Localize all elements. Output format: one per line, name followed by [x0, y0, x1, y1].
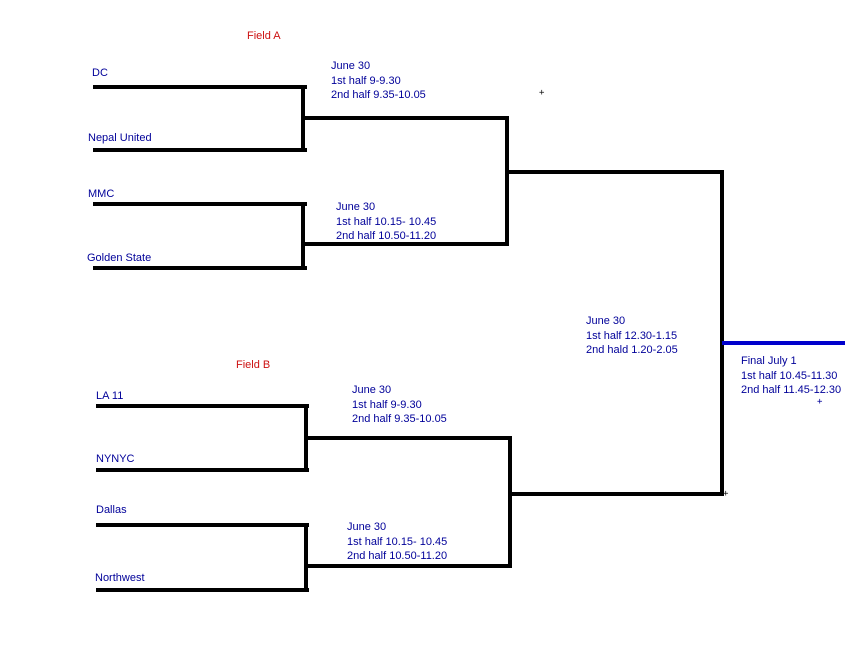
match2-bottom-line	[93, 266, 307, 270]
match1-schedule-half2: 2nd half 9.35-10.05	[331, 89, 426, 101]
match3-schedule: June 30 1st half 9-9.30 2nd half 9.35-10…	[352, 383, 447, 427]
match3-top-line	[96, 404, 309, 408]
match1-schedule-half1: 1st half 9-9.30	[331, 74, 401, 87]
match3-bottom-line	[96, 468, 309, 472]
semifinal-schedule-half1: 1st half 12.30-1.15	[586, 329, 678, 342]
team-nepal-united: Nepal United	[88, 132, 152, 144]
semifinal-a-winner-line	[505, 170, 724, 174]
match4-winner-line	[304, 564, 512, 568]
match4-schedule: June 30 1st half 10.15- 10.45 2nd half 1…	[347, 520, 447, 564]
final-winner-line	[722, 341, 845, 345]
match2-schedule-half1: 1st half 10.15- 10.45	[336, 215, 437, 228]
match2-schedule: June 30 1st half 10.15- 10.45 2nd half 1…	[336, 200, 436, 244]
match1-schedule: June 30 1st half 9-9.30 2nd half 9.35-10…	[331, 59, 426, 103]
final-join-line	[720, 170, 724, 496]
match1-winner-line	[301, 116, 509, 120]
match1-schedule-date: June 30	[331, 60, 371, 72]
semifinal-schedule-half2: 2nd hald 1.20-2.05	[586, 344, 678, 356]
match2-winner-line	[301, 242, 509, 246]
match3-schedule-date: June 30	[352, 384, 392, 396]
anchor-plus-mark: +	[723, 489, 729, 499]
anchor-plus-mark: +	[539, 88, 545, 98]
team-mmc: MMC	[88, 188, 115, 200]
match2-join-line	[301, 202, 305, 270]
team-dc: DC	[92, 67, 108, 79]
final-schedule-half1: 1st half 10.45-11.30	[741, 369, 838, 382]
team-la-11: LA 11	[96, 390, 124, 402]
match4-schedule-date: June 30	[347, 521, 387, 533]
semifinal-schedule: June 30 1st half 12.30-1.15 2nd hald 1.2…	[586, 314, 678, 358]
match2-schedule-half2: 2nd half 10.50-11.20	[336, 230, 437, 242]
semifinal-b-join-line	[508, 436, 512, 568]
final-schedule-date: Final July 1	[741, 355, 797, 367]
field-a-label: Field A	[247, 30, 281, 42]
team-nynyc: NYNYC	[96, 453, 135, 465]
semifinal-a-join-line	[505, 116, 509, 246]
team-golden-state: Golden State	[87, 252, 152, 264]
match1-bottom-line	[93, 148, 307, 152]
semifinal-schedule-date: June 30	[586, 315, 626, 327]
field-b-label: Field B	[236, 359, 271, 371]
match2-top-line	[93, 202, 307, 206]
team-dallas: Dallas	[96, 504, 127, 516]
match1-top-line	[93, 85, 307, 89]
match4-schedule-half1: 1st half 10.15- 10.45	[347, 535, 448, 548]
semifinal-b-winner-line	[508, 492, 724, 496]
anchor-plus-mark: +	[817, 397, 823, 407]
match3-winner-line	[304, 436, 512, 440]
match4-top-line	[96, 523, 309, 527]
match3-schedule-half1: 1st half 9-9.30	[352, 398, 422, 411]
final-schedule-half2: 2nd half 11.45-12.30	[741, 384, 842, 396]
final-schedule: Final July 1 1st half 10.45-11.30 2nd ha…	[741, 354, 841, 398]
match4-schedule-half2: 2nd half 10.50-11.20	[347, 550, 448, 562]
match3-schedule-half2: 2nd half 9.35-10.05	[352, 413, 447, 425]
team-northwest: Northwest	[95, 572, 145, 584]
match4-bottom-line	[96, 588, 309, 592]
match4-join-line	[304, 523, 308, 592]
match2-schedule-date: June 30	[336, 201, 376, 213]
